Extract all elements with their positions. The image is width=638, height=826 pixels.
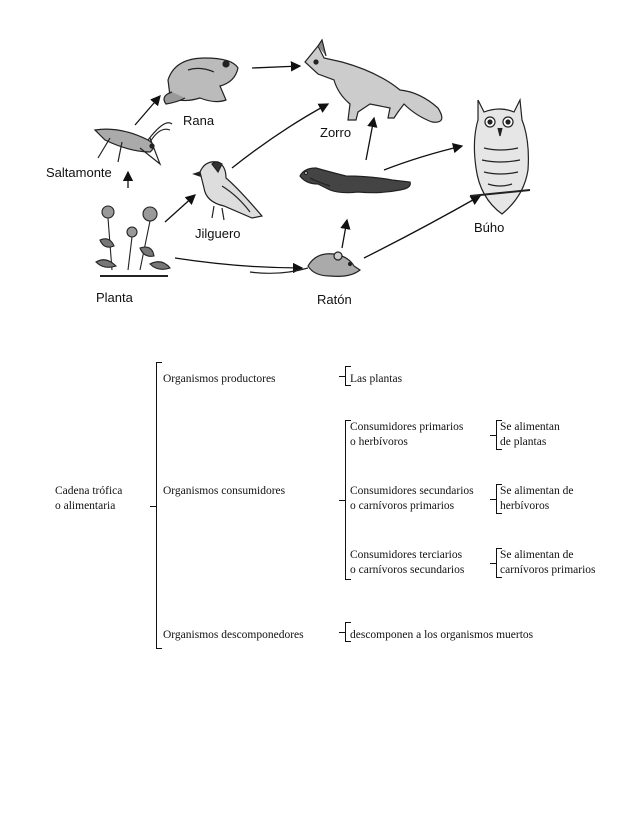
root-label: Cadena trófica o alimentaria [55, 485, 123, 512]
fox-illustration [304, 38, 443, 123]
arrow-rana-zorro [251, 61, 302, 72]
secondary-consumers: Consumidores secundarios o carnívoros pr… [350, 485, 474, 512]
consumers-label: Organismos consumidores [163, 485, 286, 497]
producers-bracket [339, 366, 351, 386]
goldfinch-illustration [192, 161, 264, 221]
arrow-raton-buho [363, 195, 482, 259]
weasel-illustration [299, 167, 411, 194]
arrow-comadreja-zorro [365, 116, 378, 161]
label-saltamonte: Saltamonte [46, 165, 112, 180]
owl-illustration [469, 97, 531, 215]
primary-diet: Se alimentan de plantas [500, 421, 560, 448]
arrow-raton-comadreja [340, 218, 351, 249]
primary-consumers: Consumidores primarios o herbívoros [350, 421, 464, 448]
mouse-illustration [249, 251, 362, 277]
frog-illustration [163, 57, 239, 105]
secondary-diet: Se alimentan de herbívoros [500, 485, 574, 512]
label-raton: Ratón [317, 292, 352, 307]
tertiary-consumers: Consumidores terciarios o carnívoros sec… [350, 549, 465, 576]
classification-tree: Cadena trófica o alimentaria Organismos … [0, 340, 638, 670]
grasshopper-illustration [93, 122, 173, 166]
arrow-comadreja-buho [383, 143, 464, 171]
label-zorro: Zorro [320, 125, 351, 140]
arrow-saltamonte-rana [134, 95, 161, 126]
food-web-svg: Rana Zorro Saltamonte Jilguero [46, 38, 531, 307]
decomposers-bracket [339, 622, 351, 642]
tertiary-diet-bracket [490, 548, 502, 578]
label-planta: Planta [96, 290, 134, 305]
label-rana: Rana [183, 113, 215, 128]
producers-detail: Las plantas [350, 373, 403, 385]
decomposers-label: Organismos descomponedores [163, 629, 304, 641]
label-jilguero: Jilguero [195, 226, 241, 241]
producers-label: Organismos productores [163, 373, 276, 385]
consumers-bracket [339, 420, 351, 580]
decomposers-detail: descomponen a los organismos muertos [350, 629, 534, 641]
main-bracket [150, 362, 162, 649]
arrow-planta-jilguero [164, 194, 196, 223]
food-web-diagram: Rana Zorro Saltamonte Jilguero [0, 0, 638, 330]
tertiary-diet: Se alimentan de carnívoros primarios [500, 549, 596, 576]
label-buho: Búho [474, 220, 504, 235]
plant-illustration [95, 205, 171, 277]
arrow-planta-raton [174, 257, 304, 274]
arrow-jilguero-zorro [231, 103, 330, 169]
food-web-arrows [122, 61, 482, 274]
secondary-diet-bracket [490, 484, 502, 514]
primary-diet-bracket [490, 420, 502, 450]
